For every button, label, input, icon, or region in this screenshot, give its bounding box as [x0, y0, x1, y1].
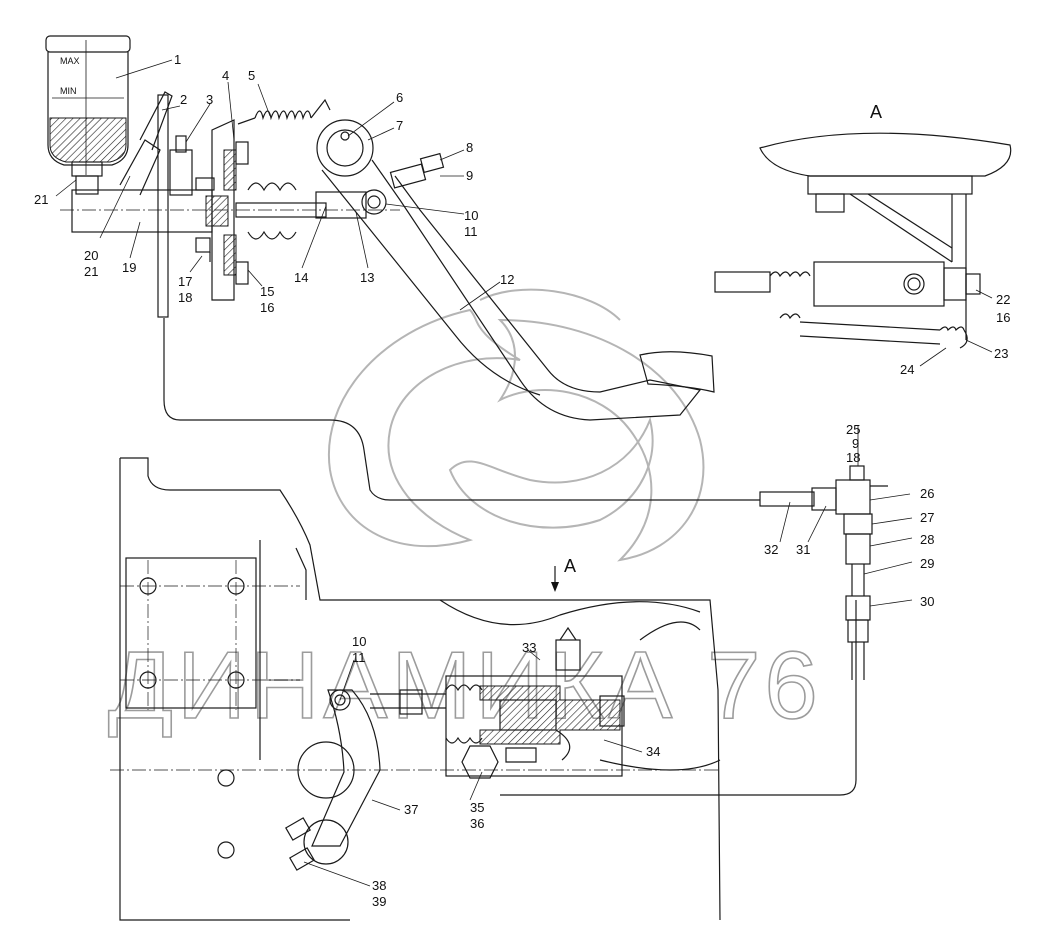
gearbox-housing	[110, 457, 721, 921]
fluid-reservoir: MAX MIN	[45, 35, 131, 195]
callout-6: 6	[396, 90, 403, 105]
callout-38: 38	[372, 878, 386, 893]
hydraulic-line	[163, 318, 888, 796]
callout-34: 34	[646, 744, 660, 759]
callout-18-lower: 18	[846, 450, 860, 465]
boot-and-pushrod	[235, 182, 387, 240]
clutch-pedal	[316, 119, 715, 421]
callout-26: 26	[920, 486, 934, 501]
callout-24: 24	[900, 362, 914, 377]
pedal-bracket-flange	[205, 119, 249, 301]
release-lever	[285, 689, 381, 871]
callout-labels: 1 2 3 4 5 6 7 8 9 10 11 12 13 14 15 16 1…	[34, 52, 1010, 909]
callout-37: 37	[404, 802, 418, 817]
callout-4: 4	[222, 68, 229, 83]
callout-12: 12	[500, 272, 514, 287]
callout-30: 30	[920, 594, 934, 609]
callout-2: 2	[180, 92, 187, 107]
callout-36: 36	[470, 816, 484, 831]
callout-11: 11	[464, 224, 478, 239]
callout-7: 7	[396, 118, 403, 133]
callout-15: 15	[260, 284, 274, 299]
callout-25: 25	[846, 422, 860, 437]
callout-11-lower: 11	[352, 650, 366, 665]
callout-31: 31	[796, 542, 810, 557]
leader-lines	[55, 59, 993, 887]
slave-cylinder	[329, 626, 625, 779]
callout-10: 10	[464, 208, 478, 223]
callout-20: 20	[84, 248, 98, 263]
master-cylinder	[60, 91, 400, 318]
callout-17: 17	[178, 274, 192, 289]
callout-16-view-a: 16	[996, 310, 1010, 325]
callout-3: 3	[206, 92, 213, 107]
callout-32: 32	[764, 542, 778, 557]
reservoir-max-label: MAX	[60, 56, 80, 66]
callout-14: 14	[294, 270, 308, 285]
callout-5: 5	[248, 68, 255, 83]
callout-28: 28	[920, 532, 934, 547]
callout-27: 27	[920, 510, 934, 525]
callout-35: 35	[470, 800, 484, 815]
callout-19: 19	[122, 260, 136, 275]
callout-10-lower: 10	[352, 634, 366, 649]
callout-29: 29	[920, 556, 934, 571]
callout-18: 18	[178, 290, 192, 305]
callout-21-top: 21	[34, 192, 48, 207]
callout-9: 9	[466, 168, 473, 183]
callout-33: 33	[522, 640, 536, 655]
callout-16: 16	[260, 300, 274, 315]
callout-13: 13	[360, 270, 374, 285]
view-arrow-a-label: A	[564, 556, 576, 576]
view-arrow-a: A	[551, 556, 576, 592]
watermark-logo	[327, 288, 705, 562]
section-view-a: A	[714, 102, 1012, 349]
callout-8: 8	[466, 140, 473, 155]
return-spring	[237, 98, 331, 125]
callout-23: 23	[994, 346, 1008, 361]
callout-39: 39	[372, 894, 386, 909]
callout-22: 22	[996, 292, 1010, 307]
callout-9-lower: 9	[852, 436, 859, 451]
callout-21-bottom: 21	[84, 264, 98, 279]
reservoir-min-label: MIN	[60, 86, 77, 96]
section-a-title: A	[870, 102, 882, 122]
callout-1: 1	[174, 52, 181, 67]
